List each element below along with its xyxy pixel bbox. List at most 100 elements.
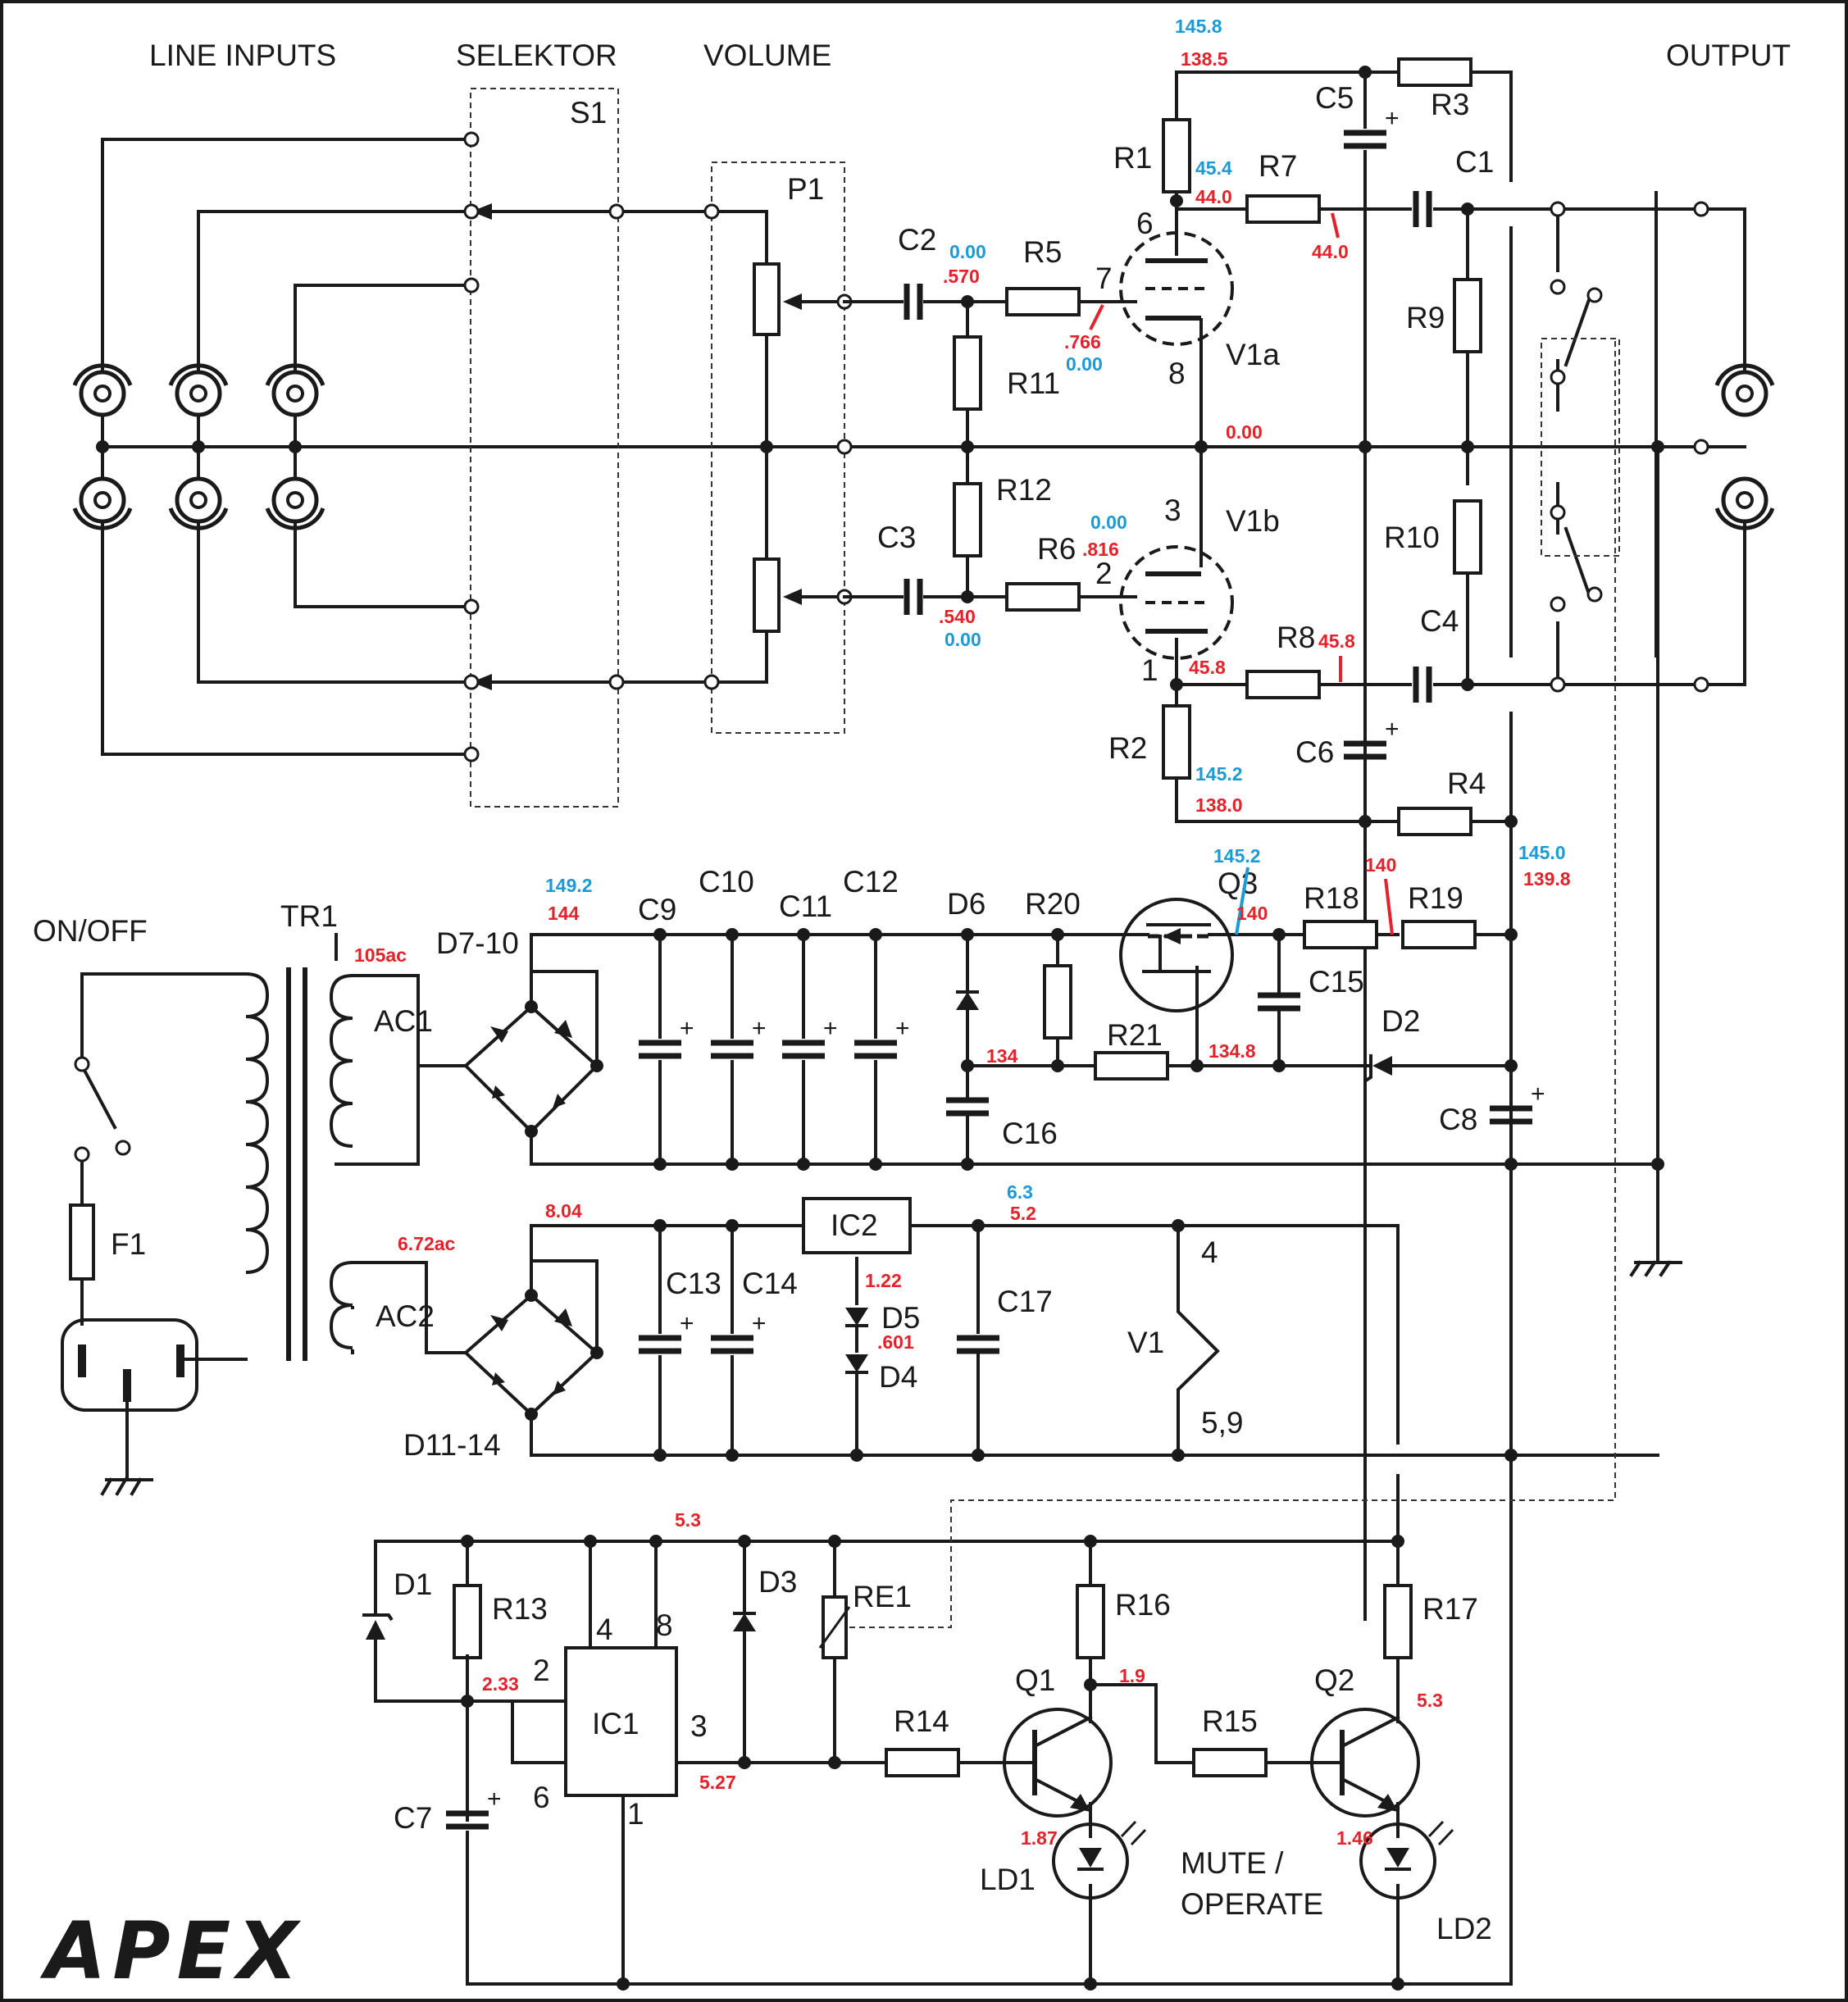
voltage-reading: 5.3: [1417, 1690, 1443, 1711]
label-ic1: IC1: [592, 1707, 640, 1740]
label-c2: C2: [898, 223, 936, 257]
svg-text:6: 6: [1136, 207, 1154, 240]
label-r5: R5: [1023, 235, 1062, 269]
component-labels: C2 R5 R11 R12 C3 R6 R1 R7 C5 R3 C1 R9 R1…: [33, 81, 1494, 1945]
label-c17: C17: [997, 1285, 1053, 1318]
voltage-reading: 145.2: [1213, 845, 1261, 867]
ac1-secondary-wiring: [351, 974, 420, 1166]
voltage-reading: 44.0: [1195, 186, 1232, 207]
voltage-reading: 144: [548, 903, 580, 924]
q3-mosfet-icon: [1117, 898, 1236, 1018]
output-jack-top-icon: [1717, 366, 1773, 415]
label-r12: R12: [996, 473, 1052, 507]
ac2-wiring: [351, 974, 1400, 1445]
voltage-reading: 1.22: [865, 1270, 902, 1291]
selector-box: [470, 88, 619, 808]
selector-contacts[interactable]: [463, 131, 625, 762]
label-r15: R15: [1202, 1704, 1258, 1738]
voltage-reading: 1.87: [1021, 1827, 1058, 1849]
power-switch[interactable]: [74, 1056, 131, 1163]
label-c12: C12: [843, 865, 899, 899]
voltage-reading: 6.3: [1007, 1181, 1033, 1203]
label-q2: Q2: [1314, 1663, 1354, 1697]
label-r7: R7: [1259, 149, 1297, 183]
label-r17: R17: [1422, 1592, 1478, 1626]
ic2-box: [802, 1197, 912, 1254]
bridge-d7-10-icon: [463, 933, 599, 1134]
pot-bottom: [753, 557, 781, 633]
label-r16: R16: [1115, 1588, 1171, 1622]
label-mute-2: OPERATE: [1181, 1887, 1323, 1921]
svg-text:4: 4: [596, 1613, 613, 1646]
relay-link: [849, 339, 1616, 1628]
voltage-reading: 0.00: [1226, 421, 1263, 443]
label-d11-14: D11-14: [403, 1428, 501, 1462]
label-v1a: V1a: [1226, 338, 1280, 371]
voltage-reading: .601: [877, 1331, 914, 1353]
relay-re1-icon: [818, 1595, 851, 1659]
svg-text:8: 8: [1168, 357, 1186, 390]
tube-wiring: [843, 57, 1658, 1986]
voltage-reading: 138.5: [1181, 48, 1228, 70]
label-f1: F1: [111, 1227, 146, 1261]
label-c11: C11: [779, 890, 832, 923]
pin-labels: 6 7 8 3 2 1 4 5,9 4 8 2 6 3 1: [533, 207, 1243, 1831]
voltage-reading: .570: [943, 266, 980, 287]
svg-text:6: 6: [533, 1781, 550, 1814]
d2-zener-icon: [1364, 1054, 1392, 1082]
voltage-reading: 0.00: [1066, 353, 1103, 375]
voltage-reading: 2.33: [482, 1673, 519, 1695]
label-r3: R3: [1431, 88, 1469, 121]
voltage-reading: .816: [1082, 539, 1119, 560]
label-r4: R4: [1447, 767, 1486, 800]
voltage-reading: 0.00: [949, 241, 986, 262]
svg-text:2: 2: [533, 1654, 550, 1687]
ic1-box: [564, 1646, 678, 1797]
output-section: [1556, 207, 1746, 1264]
label-r21: R21: [1107, 1018, 1163, 1052]
label-d4: D4: [879, 1360, 917, 1394]
label-d6: D6: [947, 887, 985, 921]
label-ac1: AC1: [374, 1004, 433, 1038]
label-r11: R11: [1007, 366, 1060, 400]
header-volume: VOLUME: [703, 39, 831, 72]
volume-pots[interactable]: [703, 203, 853, 690]
voltage-reading: 45.8: [1189, 657, 1226, 678]
voltage-readings: 145.8 138.5 45.4 44.0 44.0 0.00 .570 .76…: [354, 16, 1571, 1849]
voltage-reading: 8.04: [545, 1200, 582, 1222]
voltage-reading: 5.27: [699, 1772, 736, 1793]
voltage-reading: 6.72ac: [398, 1233, 456, 1254]
apex-logo: APEX: [39, 1905, 304, 1997]
label-c14: C14: [742, 1267, 798, 1300]
label-d3: D3: [758, 1565, 797, 1599]
label-d7-10: D7-10: [436, 926, 519, 960]
voltage-reading: 145.2: [1195, 763, 1243, 785]
voltage-reading: 105ac: [354, 944, 407, 966]
header-line-inputs: LINE INPUTS: [149, 39, 336, 72]
voltage-reading: 145.8: [1175, 16, 1222, 37]
voltage-reading: 140: [1236, 903, 1268, 924]
label-c4: C4: [1420, 604, 1459, 638]
voltage-reading: 140: [1365, 854, 1396, 876]
label-d5: D5: [881, 1301, 920, 1335]
voltage-reading: 1.46: [1336, 1827, 1373, 1849]
voltage-reading: 145.0: [1518, 842, 1566, 863]
ld1-led-icon: [1052, 1820, 1147, 1900]
output-contacts[interactable]: [1550, 201, 1709, 693]
voltage-reading: 139.8: [1523, 868, 1571, 890]
label-r13: R13: [492, 1592, 548, 1626]
label-on-off: ON/OFF: [33, 914, 148, 948]
label-r18: R18: [1304, 881, 1359, 915]
label-c15: C15: [1309, 965, 1364, 999]
label-c6: C6: [1295, 735, 1334, 769]
label-r10: R10: [1384, 521, 1440, 554]
label-ld1: LD1: [980, 1863, 1036, 1896]
voltage-reading: 0.00: [944, 629, 981, 650]
svg-text:7: 7: [1095, 262, 1113, 295]
voltage-reading: 149.2: [545, 875, 593, 896]
header-output: OUTPUT: [1666, 39, 1791, 72]
svg-text:5,9: 5,9: [1201, 1406, 1243, 1440]
label-v1: V1: [1127, 1326, 1164, 1359]
